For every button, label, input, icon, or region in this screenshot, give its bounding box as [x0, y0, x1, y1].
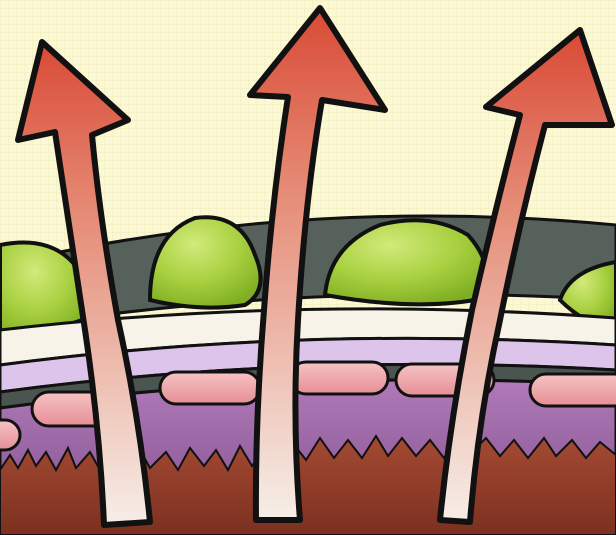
pink-capsule — [530, 374, 616, 406]
pink-capsule — [160, 372, 260, 404]
pink-capsule — [290, 362, 388, 394]
pink-capsule — [0, 420, 20, 450]
